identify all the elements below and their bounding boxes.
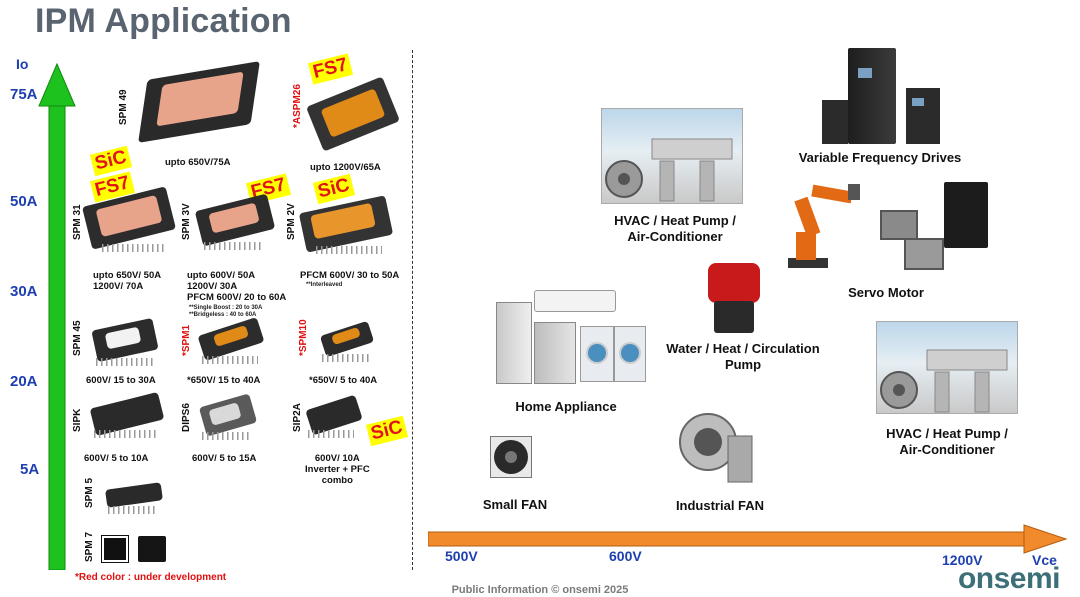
app-label-small-fan: Small FAN	[482, 497, 548, 512]
spm45-image	[88, 317, 168, 370]
legend-note: *Red color : under development	[75, 572, 227, 583]
pkg-spec-sipk: 600V/ 5 to 10A	[84, 453, 149, 464]
app-label-home: Home Appliance	[515, 399, 617, 414]
pkg-spec-spm31: upto 650V/ 50A 1200V/ 70A	[93, 270, 162, 292]
pkg-spec-spm3v: upto 600V/ 50A 1200V/ 30A PFCM 600V/ 20 …	[187, 270, 287, 303]
y-tick-50a: 50A	[10, 193, 38, 210]
spm1-image	[196, 317, 270, 372]
pkg-name-sipk: SIPK	[72, 408, 83, 432]
y-tick-30a: 30A	[10, 283, 38, 300]
pkg-note-spm2v: **Interleaved	[306, 282, 343, 288]
pkg-spec-spm2v: PFCM 600V/ 30 to 50A	[300, 270, 400, 281]
servo-motor-image	[874, 180, 994, 276]
home-appliance-image	[492, 290, 646, 386]
aspm26-image	[305, 76, 401, 152]
y-tick-20a: 20A	[10, 373, 38, 390]
small-fan-image	[490, 436, 532, 478]
pkg-spec-spm10: *650V/ 5 to 40A	[309, 375, 378, 386]
spm49-image	[135, 60, 260, 145]
spm2v-image	[298, 195, 396, 260]
hvac-image-right	[876, 321, 1018, 414]
pkg-spec-spm49: upto 650V/75A	[165, 157, 231, 168]
footer: Public Information © onsemi 2025	[451, 584, 629, 596]
pkg-name-spm7: SPM 7	[84, 531, 95, 562]
pkg-name-dips6: DIPS6	[181, 403, 192, 432]
app-label-pump: Water / Heat / Circulation Pump	[666, 341, 820, 372]
pkg-name-spm2v: SPM 2V	[286, 203, 297, 240]
pkg-spec-sip2a: 600V/ 10A Inverter + PFC combo	[305, 453, 370, 486]
app-label-vfd: Variable Frequency Drives	[798, 150, 962, 165]
sipk-image	[88, 391, 170, 444]
hvac-image-top	[601, 108, 743, 204]
y-axis-label: Io	[16, 56, 29, 72]
pkg-spec-dips6: 600V/ 5 to 15A	[192, 453, 257, 464]
spm7-image	[101, 535, 168, 564]
pkg-spec-aspm26: upto 1200V/65A	[310, 162, 381, 173]
vfd-image	[818, 48, 944, 146]
tag-sic-sip2a: SiC	[365, 415, 408, 447]
spm10-image	[318, 320, 378, 366]
app-label-industrial-fan: Industrial FAN	[675, 498, 765, 513]
x-tick-1200v: 1200V	[942, 552, 983, 568]
pkg-name-spm1: *SPM1	[181, 324, 192, 356]
x-axis-arrow	[428, 524, 1068, 554]
y-tick-5a: 5A	[20, 461, 40, 478]
pkg-name-aspm26: *ASPM26	[292, 84, 303, 128]
onsemi-logo: onsemi	[957, 562, 1061, 595]
app-label-hvac-right: HVAC / Heat Pump / Air-Conditioner	[886, 426, 1008, 457]
x-tick-500v: 500V	[445, 548, 478, 564]
y-tick-75a: 75A	[10, 86, 38, 103]
page-title: IPM Application	[35, 2, 292, 40]
x-tick-600v: 600V	[609, 548, 642, 564]
spm5-image	[102, 482, 168, 516]
pkg-name-spm3v: SPM 3V	[181, 203, 192, 240]
pkg-spec-spm1: *650V/ 15 to 40A	[187, 375, 261, 386]
pkg-name-spm31: SPM 31	[72, 204, 83, 240]
sip2a-image	[304, 394, 366, 444]
x-axis-label: Vce	[1032, 552, 1057, 568]
pkg-note-spm3v: **Single Boost : 20 to 30A **Bridgeless …	[189, 305, 263, 318]
section-divider	[412, 50, 413, 570]
pkg-name-spm45: SPM 45	[72, 320, 83, 356]
pkg-name-spm49: SPM 49	[118, 89, 129, 125]
pkg-name-spm5: SPM 5	[84, 477, 95, 508]
app-label-servo: Servo Motor	[848, 285, 924, 300]
pump-image	[698, 255, 774, 337]
spm31-image	[81, 186, 177, 258]
dips6-image	[198, 393, 264, 444]
y-axis-arrow	[38, 62, 76, 570]
industrial-fan-image	[678, 406, 754, 486]
pkg-spec-spm45: 600V/ 15 to 30A	[86, 375, 156, 386]
spm3v-image	[194, 193, 276, 260]
pkg-name-sip2a: SIP2A	[292, 403, 303, 432]
pkg-name-spm10: *SPM10	[298, 319, 309, 356]
app-label-hvac-top: HVAC / Heat Pump / Air-Conditioner	[614, 213, 736, 244]
robot-arm-image	[778, 176, 868, 272]
